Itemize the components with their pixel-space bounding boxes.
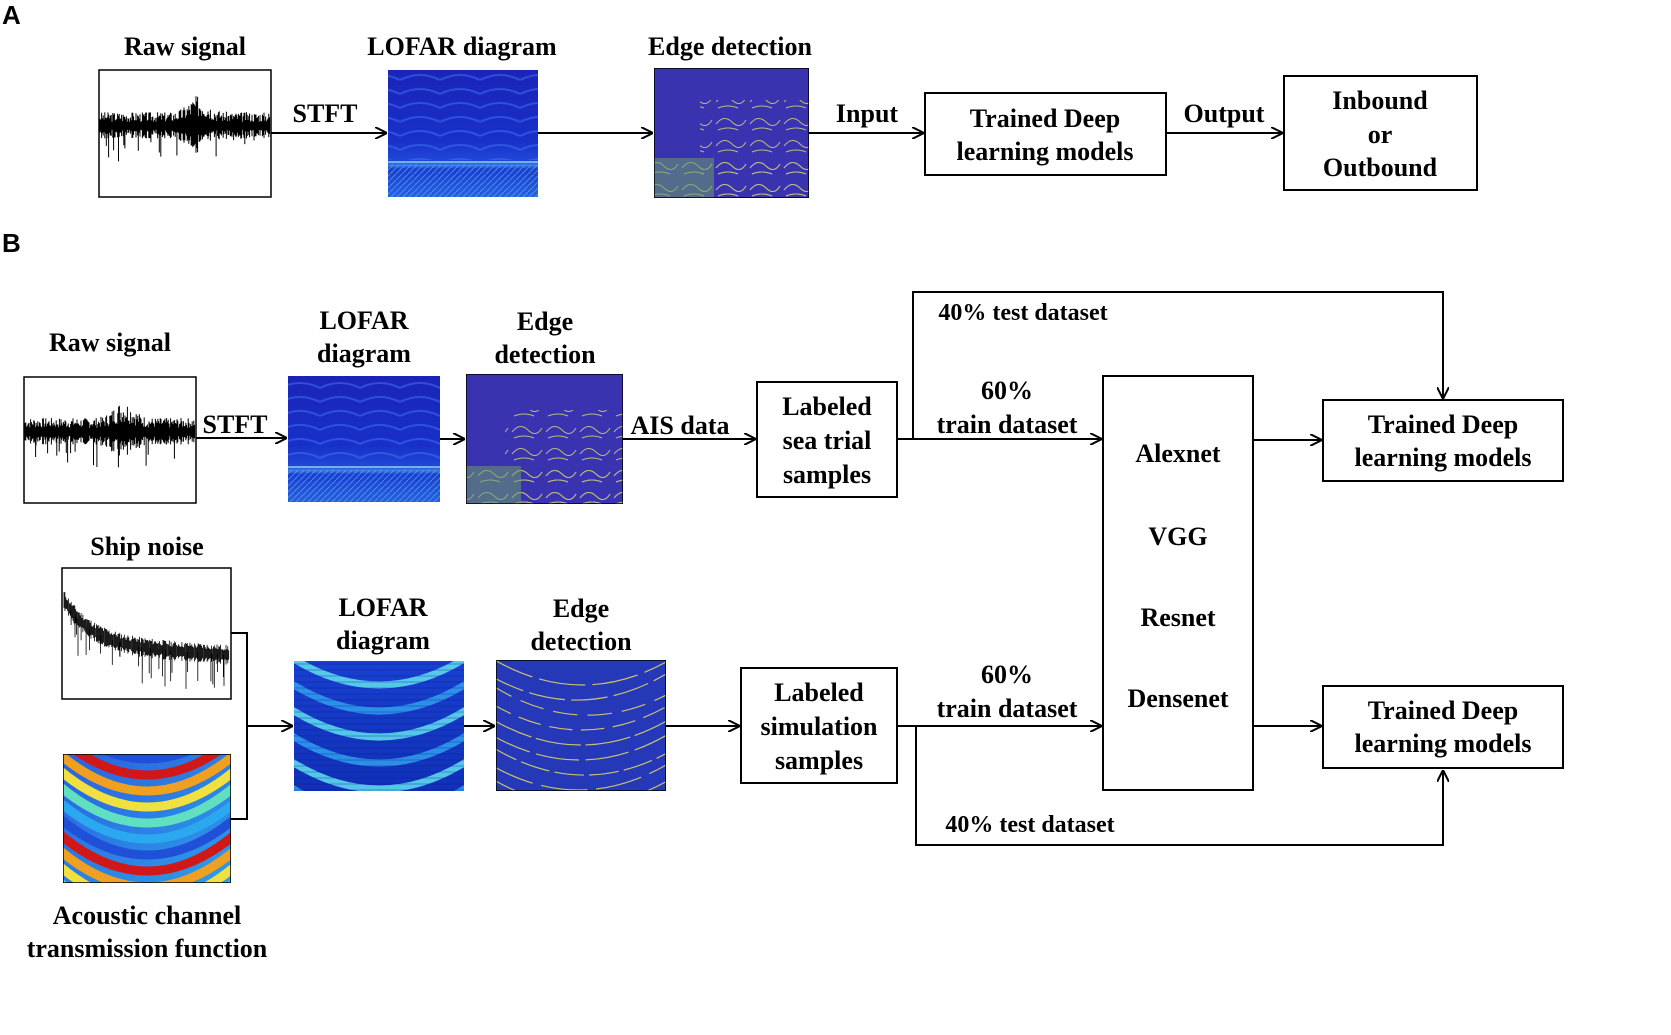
- b-sim-line2: simulation: [760, 712, 878, 741]
- b-model-top-line1: Trained Deep: [1368, 410, 1518, 439]
- b-channel-image: [63, 754, 231, 883]
- a-input-label: Input: [836, 99, 898, 128]
- b-simulation-box: Labeled simulation samples: [740, 667, 898, 784]
- a-edge-image: [654, 68, 809, 198]
- b-lofar2-line1: LOFAR: [338, 593, 427, 622]
- b-model-bottom-box: Trained Deep learning models: [1322, 685, 1564, 769]
- b-edge2-image: [496, 660, 666, 791]
- b-raw-signal-image: [23, 376, 197, 504]
- b-join-bracket: [231, 632, 248, 820]
- a-edge-label: Edge detection: [648, 32, 812, 61]
- a-result-box: Inbound or Outbound: [1283, 75, 1478, 191]
- b-ship-noise-image: [61, 567, 232, 700]
- b-test-top-label: 40% test dataset: [938, 300, 1107, 326]
- b-arrow-test-bottom: [915, 726, 1443, 846]
- b-lofar2-image: [294, 661, 464, 791]
- b-edge2-line2: detection: [530, 627, 632, 656]
- a-result-line1: Inbound: [1332, 86, 1428, 115]
- a-raw-signal-label: Raw signal: [124, 32, 246, 61]
- b-network-resnet: Resnet: [1140, 603, 1215, 632]
- b-edge-line1: Edge: [517, 307, 573, 336]
- b-arrow-test-top: [897, 291, 1443, 440]
- b-channel-line2: transmission function: [27, 934, 268, 963]
- b-edge-line2: detection: [494, 340, 596, 369]
- b-model-bottom-line1: Trained Deep: [1368, 696, 1518, 725]
- b-train-bottom-line1: 60%: [981, 660, 1033, 689]
- b-test-bottom-label: 40% test dataset: [945, 812, 1114, 838]
- b-train-top-line2: train dataset: [937, 410, 1078, 439]
- a-model-line2: learning models: [957, 137, 1134, 166]
- a-stft-label: STFT: [292, 99, 357, 128]
- b-networks-box: Alexnet VGG Resnet Densenet: [1102, 375, 1254, 791]
- b-model-bottom-line2: learning models: [1355, 729, 1532, 758]
- panel-a-letter: A: [2, 0, 21, 30]
- b-sea-trial-line1: Labeled: [782, 392, 872, 421]
- b-ais-label: AIS data: [631, 411, 730, 440]
- a-lofar-image: [388, 70, 538, 197]
- a-raw-signal-image: [98, 69, 272, 198]
- a-model-line1: Trained Deep: [970, 104, 1120, 133]
- b-network-vgg: VGG: [1148, 522, 1207, 551]
- b-train-top-line1: 60%: [981, 376, 1033, 405]
- a-result-line2: or: [1368, 120, 1393, 149]
- a-result-line3: Outbound: [1323, 153, 1438, 182]
- b-lofar-line1: LOFAR: [319, 306, 408, 335]
- b-edge2-line1: Edge: [553, 594, 609, 623]
- b-lofar-image: [288, 376, 440, 502]
- b-lofar-line2: diagram: [317, 339, 411, 368]
- b-lofar2-line2: diagram: [336, 626, 430, 655]
- b-channel-line1: Acoustic channel: [53, 901, 242, 930]
- b-sea-trial-line2: sea trial: [783, 426, 872, 455]
- b-raw-signal-label: Raw signal: [49, 328, 171, 357]
- panel-b-letter: B: [2, 228, 21, 258]
- b-sim-line1: Labeled: [774, 678, 864, 707]
- b-sea-trial-box: Labeled sea trial samples: [756, 381, 898, 498]
- a-model-box: Trained Deep learning models: [924, 92, 1167, 176]
- b-edge-image: [466, 374, 623, 504]
- a-lofar-label: LOFAR diagram: [367, 32, 557, 61]
- b-network-alexnet: Alexnet: [1135, 439, 1221, 468]
- b-model-top-box: Trained Deep learning models: [1322, 399, 1564, 482]
- b-stft-label: STFT: [202, 410, 267, 439]
- a-output-label: Output: [1184, 99, 1265, 128]
- b-model-top-line2: learning models: [1355, 443, 1532, 472]
- b-network-densenet: Densenet: [1127, 684, 1228, 713]
- b-train-bottom-line2: train dataset: [937, 694, 1078, 723]
- b-sea-trial-line3: samples: [783, 460, 871, 489]
- b-ship-noise-label: Ship noise: [90, 532, 203, 561]
- b-sim-line3: samples: [775, 746, 863, 775]
